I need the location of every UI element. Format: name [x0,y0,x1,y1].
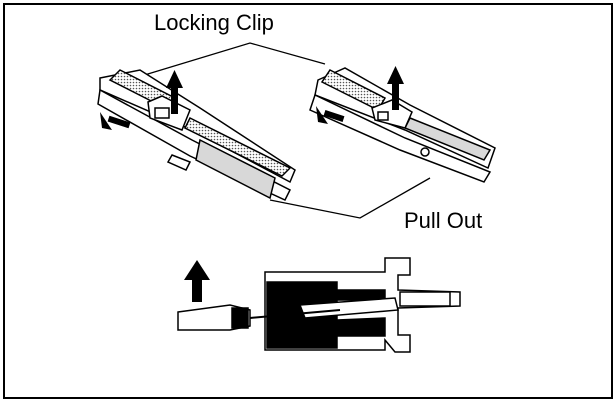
leader-sheet [127,42,431,219]
up-arrow-icon [387,66,404,110]
pick-tool-icon [177,304,341,331]
right-connector [309,67,496,183]
left-connector [97,69,296,201]
left-arrow-icon [316,106,345,124]
locking-clip-label: Locking Clip [154,10,274,35]
up-arrow-icon [184,260,210,302]
left-arrow-icon [100,112,131,130]
pull-out-label: Pull Out [404,208,483,233]
up-arrow-icon [166,70,183,114]
terminal-housing [264,257,461,353]
